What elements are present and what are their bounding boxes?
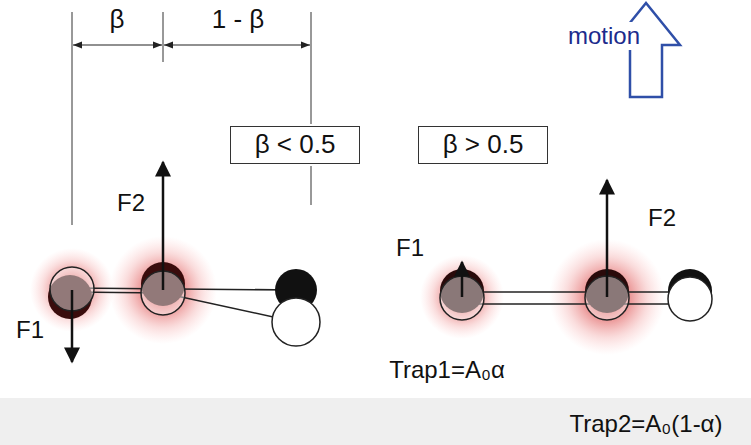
dumbbell-rod — [462, 291, 690, 293]
trap-label: Trap2=A₀(1-α) — [570, 410, 723, 438]
condition-box: β > 0.5 — [418, 126, 548, 164]
force-label: F2 — [117, 189, 145, 217]
dimension-arrow — [164, 44, 310, 45]
force-label: F2 — [117, 189, 145, 217]
dimension-arrow — [73, 44, 162, 45]
trap-label: Trap1=A₀α — [389, 356, 505, 384]
trap-label: Trap1=A₀α — [389, 356, 505, 384]
force-label: F2 — [648, 204, 676, 232]
arrow-outline — [612, 3, 680, 97]
trap-label: Trap2=A₀(1-α) — [570, 410, 723, 438]
dumbbell-rod — [462, 303, 690, 305]
force-label: F1 — [16, 316, 44, 344]
dimension-tick — [311, 166, 312, 205]
force-arrow — [71, 290, 74, 362]
force-arrow — [162, 162, 165, 290]
dimension-label: β — [110, 5, 125, 35]
dimension-label: 1 - β — [212, 5, 265, 35]
dimension-tick — [72, 12, 73, 225]
condition-box: β < 0.5 — [230, 126, 360, 164]
condition-label: β > 0.5 — [443, 130, 524, 160]
dimension-label: 1 - β — [212, 5, 265, 35]
arrow-outline — [560, 0, 685, 100]
force-label: F1 — [396, 234, 424, 262]
trap-glow — [420, 255, 504, 339]
force-arrow — [461, 262, 464, 297]
dimension-label: β — [110, 5, 125, 35]
force-label: F2 — [648, 204, 676, 232]
bottom-band — [0, 398, 751, 445]
bead — [668, 277, 712, 321]
force-label: F1 — [16, 316, 44, 344]
motion-label: motion — [566, 22, 642, 50]
motion-arrow: motion — [560, 0, 685, 100]
force-arrow — [606, 180, 609, 297]
dimension-tick — [163, 12, 164, 62]
bead — [272, 298, 320, 346]
condition-label: β < 0.5 — [255, 130, 336, 160]
dimension-tick — [311, 12, 312, 124]
force-label: F1 — [396, 234, 424, 262]
